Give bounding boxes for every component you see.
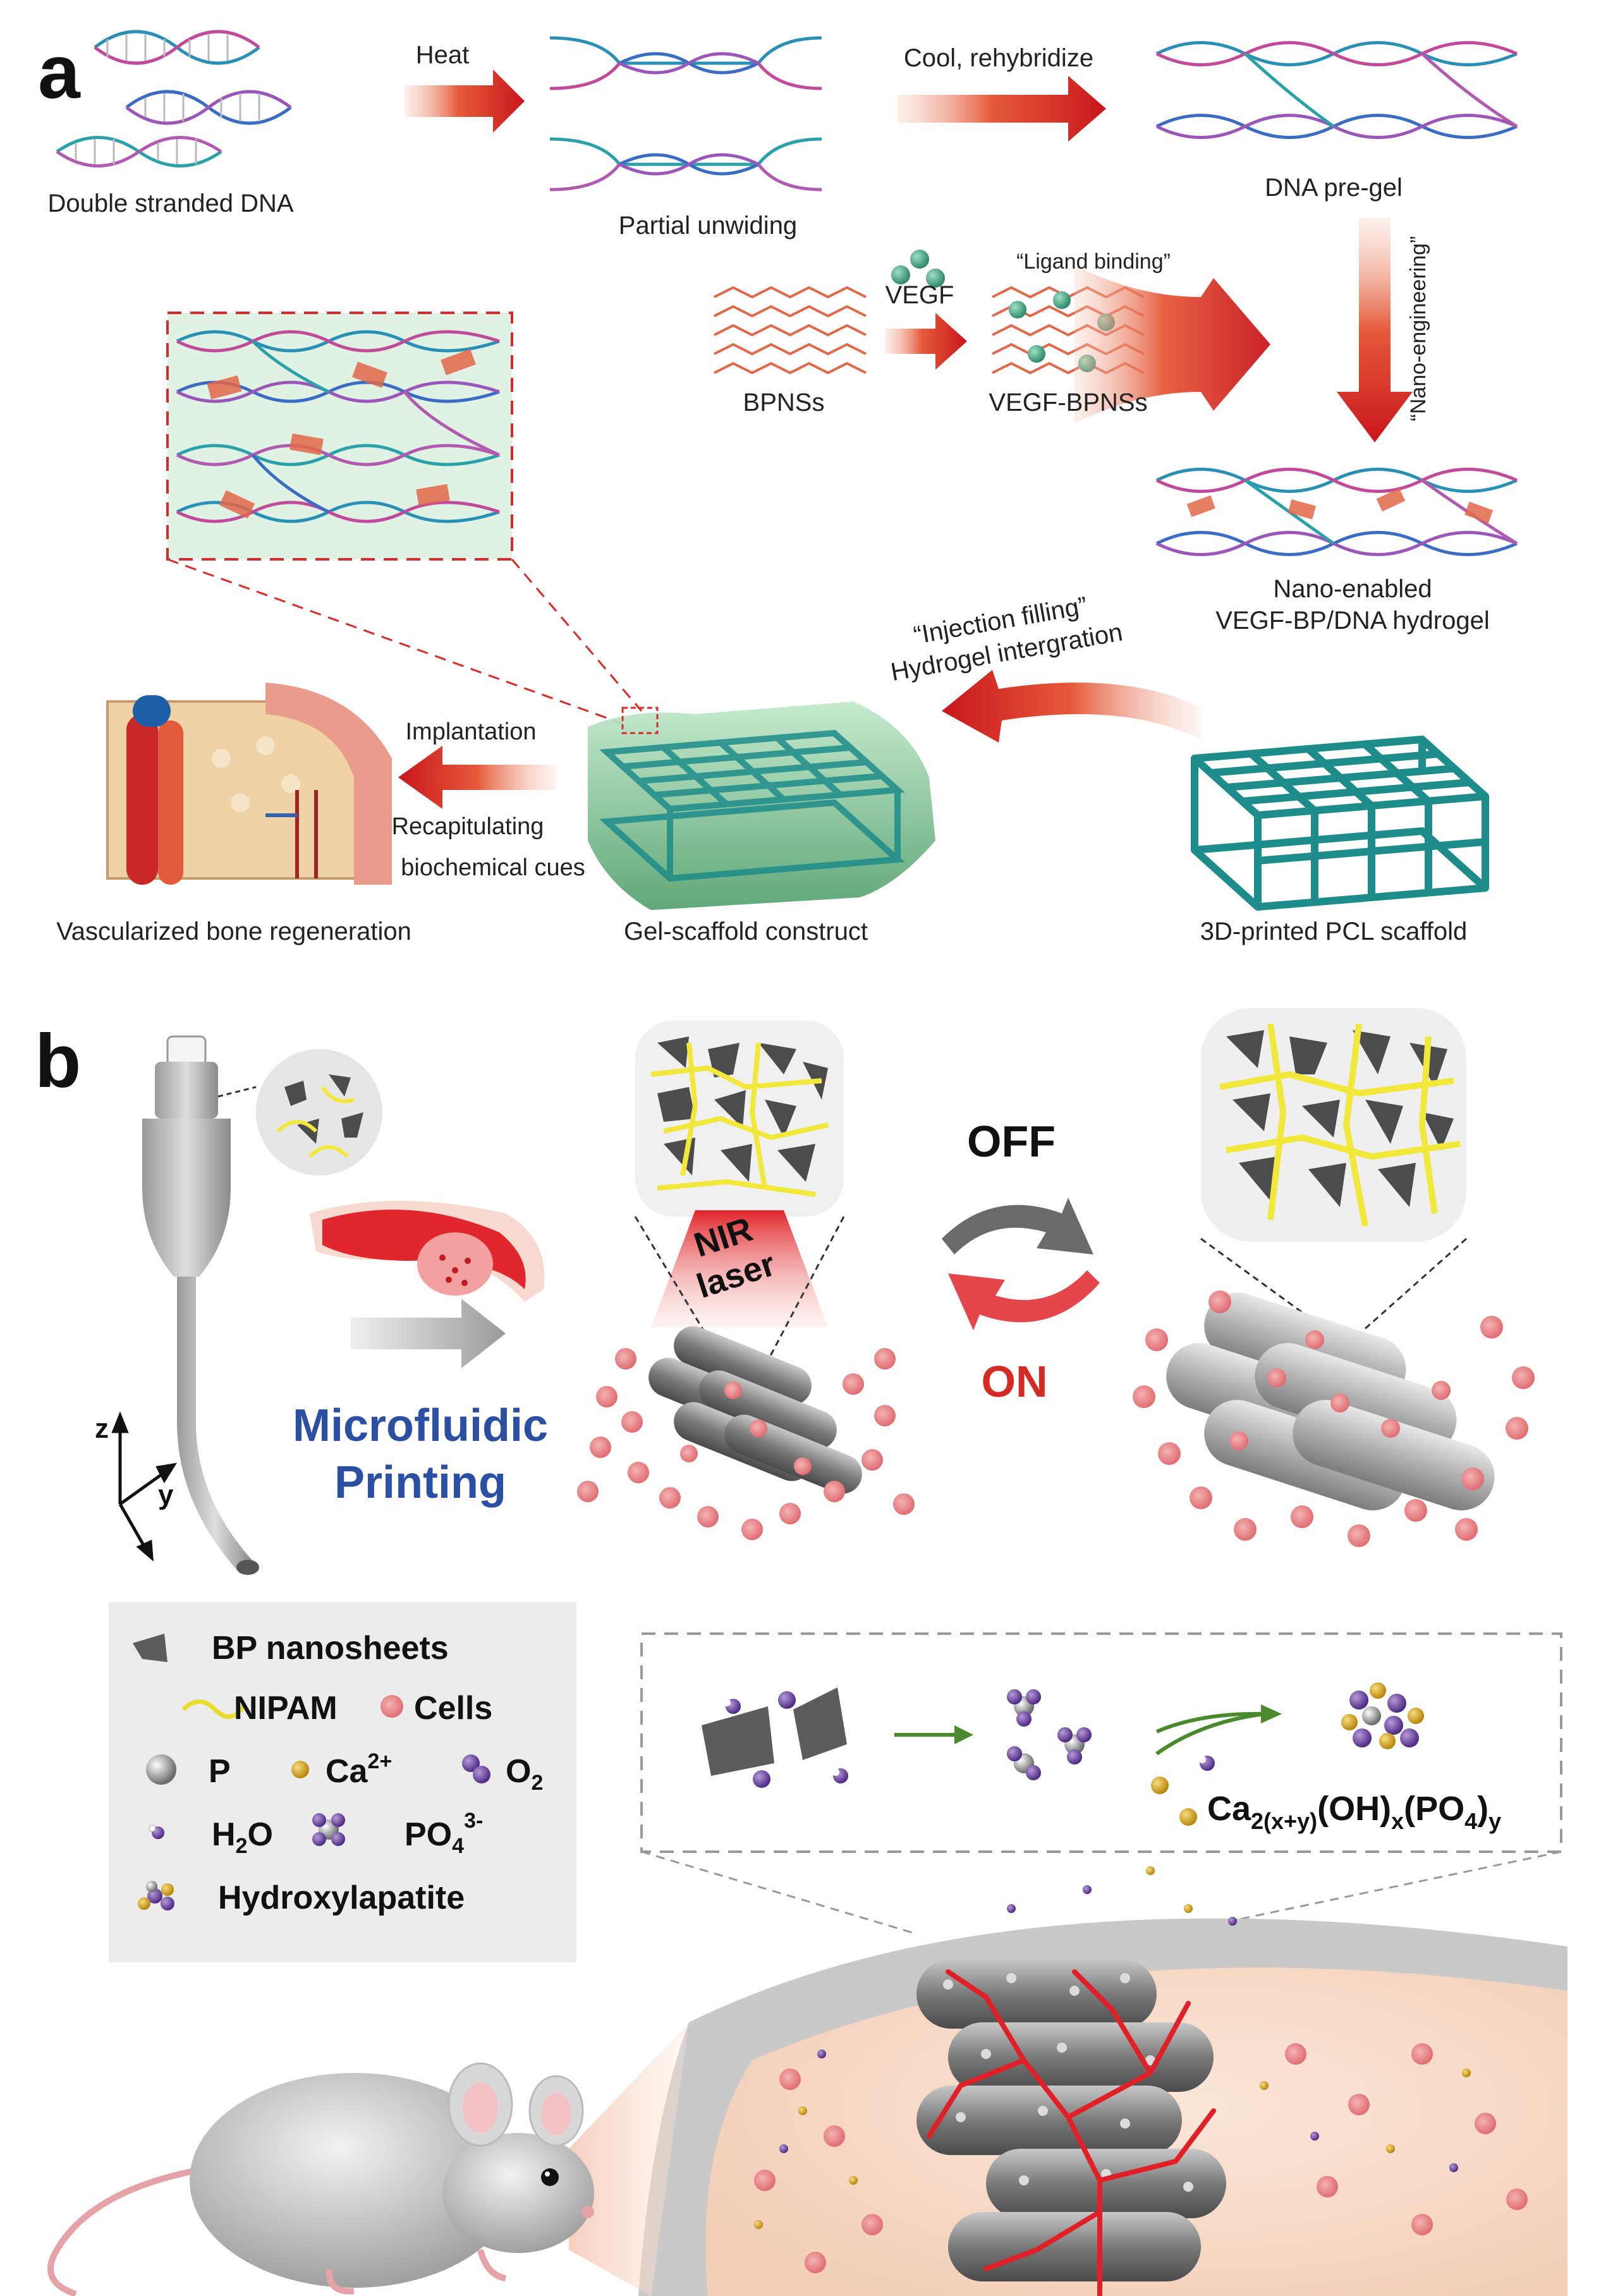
partial-unwinding-label: Partial unwiding [619, 212, 797, 240]
legend-nipam-icon [181, 1699, 245, 1719]
ligand-binding-arrow [885, 313, 967, 370]
microfluidic-printing-arrow [351, 1299, 506, 1368]
panel-a: a Double stranded DNA Heat Partial unwid… [38, 30, 1518, 945]
microfluidic-nozzle-icon [142, 1035, 259, 1575]
nozzle-zoom-circle [217, 1049, 382, 1175]
po4-cluster-icon [1007, 1689, 1092, 1780]
contracted-fiber-scaffold [648, 1326, 862, 1494]
bpnss-icon [714, 286, 867, 375]
on-off-cycle-icon [942, 1198, 1100, 1330]
view-cone [569, 2022, 689, 2296]
implantation-label: Implantation [405, 719, 536, 745]
axis-z-label: z [95, 1413, 109, 1444]
legend-hydroxylapatite-icon [138, 1881, 174, 1910]
legend-h2o-label: H2O [212, 1816, 273, 1858]
bpnss-label: BPNSs [743, 389, 825, 416]
legend-bp-icon [133, 1634, 167, 1662]
microfluidic-label-2: Printing [334, 1457, 506, 1508]
bone-layer [638, 1918, 1567, 2296]
panel-b: b [35, 1008, 1567, 2296]
vascularized-bone-icon [106, 683, 392, 885]
dna-pregel-icon [1155, 41, 1518, 139]
cells-scatter-right [1133, 1291, 1535, 1547]
blood-vessel-icon [310, 1201, 545, 1302]
pcl-scaffold-label: 3D-printed PCL scaffold [1200, 918, 1467, 945]
xyz-axes-icon [111, 1411, 178, 1562]
microfluidic-label-1: Microfluidic [293, 1400, 548, 1451]
legend-p-icon [146, 1754, 176, 1785]
mouse-illustration [47, 2062, 594, 2296]
axis-y-label: y [158, 1479, 174, 1510]
hydrogel-zoom-inset [166, 312, 643, 725]
nano-enabled-label-1: Nano-enabled [1273, 575, 1432, 603]
implantation-arrow [398, 746, 556, 809]
nano-engineering-arrow [1337, 218, 1413, 442]
nano-engineering-label: “Nano-engineering” [1406, 236, 1430, 422]
legend-bp-label: BP nanosheets [212, 1630, 449, 1667]
dna-double-strand-icon [56, 30, 292, 167]
nano-enabled-label-2: VEGF-BP/DNA hydrogel [1215, 607, 1490, 635]
heat-label: Heat [416, 41, 470, 69]
legend-hydroxylapatite-label: Hydroxylapatite [218, 1880, 465, 1916]
injection-filling-arrow [942, 670, 1201, 743]
legend-box [109, 1602, 576, 1962]
reaction-box [640, 1632, 1562, 1935]
legend-cells-icon [380, 1695, 403, 1718]
cool-label: Cool, rehybridize [904, 44, 1093, 72]
legend-nipam-label: NIPAM [234, 1690, 338, 1727]
cool-rehybridize-arrow [898, 76, 1106, 142]
nano-enabled-hydrogel-icon [1155, 468, 1518, 556]
recapitulating-label-1: Recapitulating [392, 813, 544, 840]
legend-o2-label: O2 [506, 1753, 543, 1795]
legend-ca-icon [291, 1761, 309, 1778]
dna-partial-unwinding-icon [549, 36, 822, 191]
hydroxylapatite-cluster-icon [1341, 1682, 1424, 1749]
on-label: ON [982, 1357, 1048, 1406]
pregel-label: DNA pre-gel [1265, 174, 1403, 202]
implanted-scaffold [916, 1959, 1226, 2296]
legend-cells-label: Cells [414, 1690, 492, 1727]
panel-b-letter: b [35, 1019, 81, 1103]
loose-scaffold-zoom [1200, 1008, 1467, 1341]
swollen-fiber-scaffold [1166, 1292, 1495, 1510]
gel-scaffold-label: Gel-scaffold construct [624, 918, 868, 945]
dna-double-label: Double stranded DNA [47, 190, 293, 217]
panel-a-letter: a [38, 30, 81, 114]
vegf-label: VEGF [886, 281, 954, 309]
vegf-molecule-icon [891, 250, 945, 288]
legend-p-label: P [209, 1753, 231, 1790]
heat-arrow [405, 70, 525, 133]
reaction-formula: Ca2(x+y)(OH)x(PO4)y [1207, 1790, 1501, 1834]
dense-scaffold-zoom [635, 1021, 844, 1217]
legend-h2o-icon [149, 1825, 164, 1839]
legend-po4-icon [312, 1813, 345, 1846]
gel-scaffold-construct-icon [588, 702, 935, 910]
vascularized-label: Vascularized bone regeneration [56, 918, 411, 945]
off-label: OFF [967, 1117, 1056, 1166]
tissue-particles [754, 1866, 1528, 2273]
vegf-to-hydrogel-arrow [1074, 265, 1270, 423]
pcl-scaffold-icon [1191, 736, 1489, 911]
legend-po4-label: PO43- [405, 1809, 483, 1858]
legend-o2-icon [462, 1754, 490, 1783]
recapitulating-label-2: biochemical cues [401, 854, 585, 881]
cells-scatter-left [577, 1348, 915, 1540]
nir-laser-beam [651, 1210, 828, 1327]
vegf-bpnss-label: VEGF-BPNSs [989, 389, 1147, 416]
ligand-binding-label: “Ligand binding” [1016, 250, 1171, 274]
legend-ca-label: Ca2+ [326, 1749, 392, 1790]
